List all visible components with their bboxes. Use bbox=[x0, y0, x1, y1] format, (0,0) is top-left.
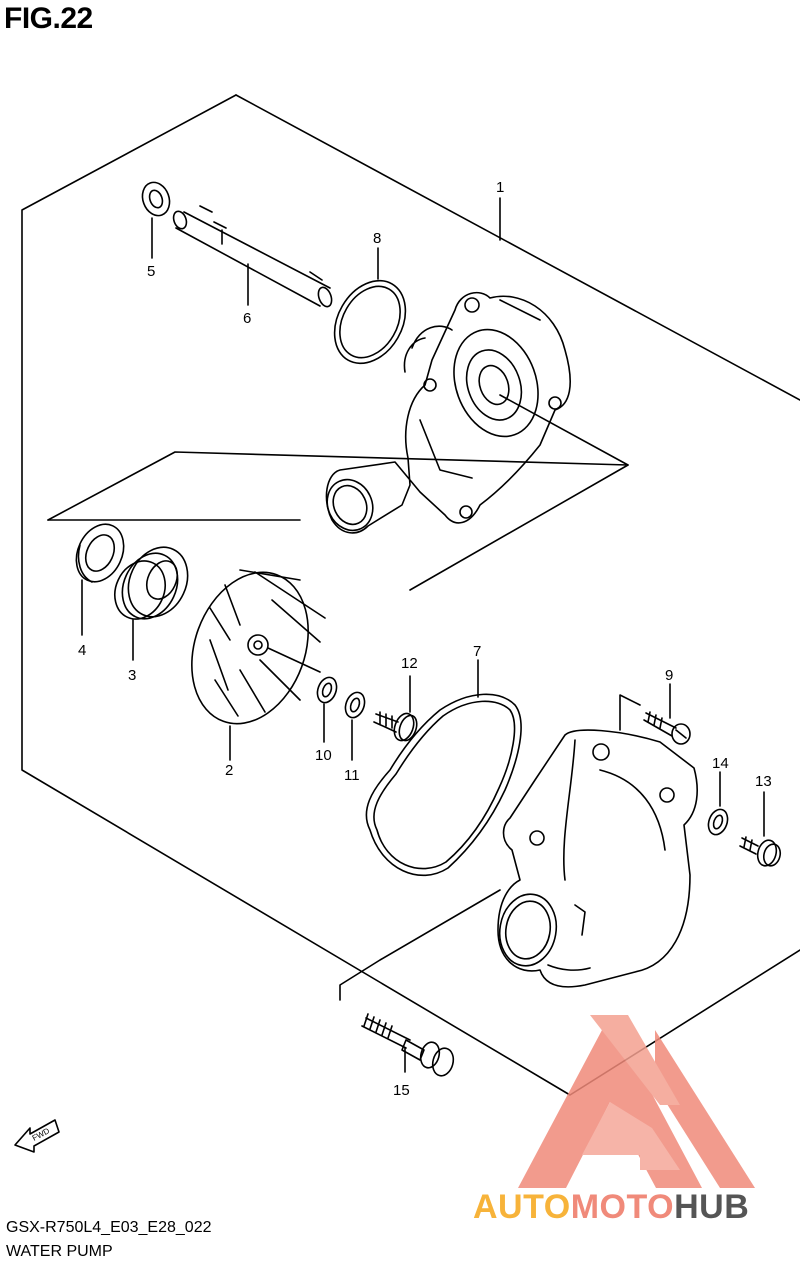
impeller-part-2 bbox=[191, 569, 326, 761]
automotohub-watermark-text: AUTOMOTOHUB bbox=[473, 1188, 749, 1227]
watermark-hub: HUB bbox=[674, 1188, 750, 1226]
washer-part-11 bbox=[344, 691, 366, 761]
label-part-13: 13 bbox=[755, 773, 772, 790]
footer-section-name: WATER PUMP bbox=[6, 1243, 113, 1260]
pump-housing-part-1 bbox=[325, 197, 629, 534]
figure-title: FIG.22 bbox=[4, 2, 93, 35]
label-part-2: 2 bbox=[225, 762, 233, 779]
assembly-boundary bbox=[21, 94, 800, 1096]
bracket-bolt-15 bbox=[339, 889, 501, 1001]
label-part-3: 3 bbox=[128, 667, 136, 684]
part-number-labels: 1 2 3 4 5 6 7 8 9 10 11 12 13 14 15 bbox=[78, 179, 772, 1099]
automotohub-logo-icon bbox=[518, 1015, 755, 1188]
watermark-auto: AUTO bbox=[473, 1188, 571, 1226]
label-part-12: 12 bbox=[401, 655, 418, 672]
label-part-9: 9 bbox=[665, 667, 673, 684]
gasket-part-7 bbox=[365, 659, 522, 877]
oil-seal-part-4 bbox=[75, 523, 125, 636]
label-part-7: 7 bbox=[473, 643, 481, 660]
bolt-part-12 bbox=[373, 675, 418, 742]
label-part-10: 10 bbox=[315, 747, 332, 764]
washer-part-10 bbox=[316, 676, 338, 743]
inner-bracket bbox=[47, 451, 629, 591]
label-part-15: 15 bbox=[393, 1082, 410, 1099]
o-ring-part-8 bbox=[333, 247, 407, 365]
label-part-11: 11 bbox=[344, 767, 360, 784]
long-bolt-part-15 bbox=[361, 1013, 455, 1077]
footer-model-code: GSX-R750L4_E03_E28_022 bbox=[6, 1219, 212, 1236]
washer-part-14 bbox=[707, 771, 729, 836]
forward-arrow-icon: FWD bbox=[14, 1119, 60, 1153]
label-part-6: 6 bbox=[243, 310, 251, 327]
label-part-14: 14 bbox=[712, 755, 729, 772]
bracket-bolt-9 bbox=[619, 694, 641, 731]
label-part-8: 8 bbox=[373, 230, 381, 247]
flange-bolt-part-13 bbox=[739, 791, 782, 867]
label-part-5: 5 bbox=[147, 263, 155, 280]
pump-cover bbox=[497, 729, 698, 988]
shaft-part-6 bbox=[172, 205, 333, 308]
watermark-moto: MOTO bbox=[570, 1188, 675, 1226]
washer-part-5 bbox=[141, 181, 171, 259]
mechanical-seal-part-3 bbox=[114, 546, 189, 661]
bolt-part-9 bbox=[643, 683, 691, 745]
label-part-4: 4 bbox=[78, 642, 86, 659]
label-part-1: 1 bbox=[496, 179, 504, 196]
